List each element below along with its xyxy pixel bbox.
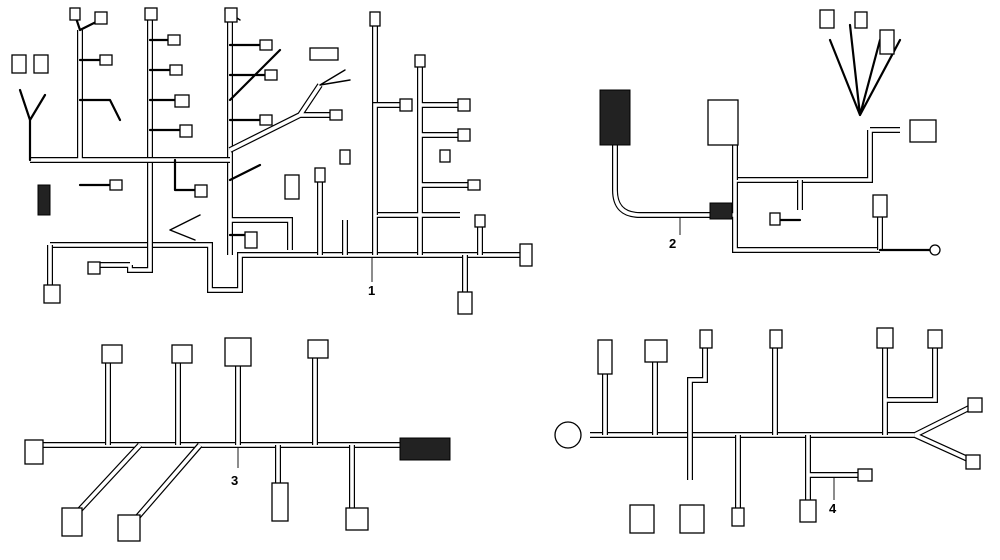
connector-4l [731, 507, 745, 527]
connector-1a [11, 54, 27, 74]
connector-3h [117, 514, 141, 542]
callout-1: 1 [368, 283, 375, 298]
connector-1u [399, 98, 413, 112]
harness-3: 3 [24, 337, 451, 542]
connector-1o [264, 69, 278, 81]
ecu-connector-2a [599, 89, 631, 146]
connector-1h [174, 94, 190, 108]
connector-1ab [284, 174, 300, 200]
connector-3e [24, 439, 44, 465]
callout-3: 3 [231, 473, 238, 488]
connector-1y [467, 179, 481, 191]
connector-2g [872, 194, 888, 218]
harness-1: 1 [11, 7, 533, 315]
grommet-2i [709, 202, 733, 220]
connector-4a [597, 339, 613, 375]
connector-3j [345, 507, 369, 531]
connector-1s [369, 11, 381, 27]
connector-1b [33, 54, 49, 74]
connector-1k [99, 54, 113, 66]
connector-4d [769, 329, 783, 349]
connector-2e [879, 29, 895, 55]
connector-4j [629, 504, 655, 534]
connector-2d [854, 11, 868, 29]
connector-4k [679, 504, 705, 534]
connector-1t [414, 54, 426, 68]
connector-1af [87, 261, 101, 275]
connector-1j [194, 184, 208, 198]
connector-1ah [519, 243, 533, 267]
connector-4f [927, 329, 943, 349]
connector-1i [179, 124, 193, 138]
connector-2j [769, 212, 781, 226]
callout-2: 2 [669, 236, 676, 251]
connector-3c [224, 337, 252, 367]
connector-1f [167, 34, 181, 46]
connector-3g [61, 507, 83, 537]
connector-4h [965, 454, 981, 470]
connector-1v [457, 98, 471, 112]
connector-1c [69, 7, 81, 21]
connector-3i [271, 482, 289, 522]
round-connector-4n [554, 421, 582, 449]
connector-3f [399, 437, 451, 461]
connector-1x [439, 149, 451, 163]
connector-4e [876, 327, 894, 349]
connector-1w [457, 128, 471, 142]
callout-4: 4 [829, 501, 837, 516]
harness-2: 2 [599, 9, 941, 256]
connector-1ac [244, 231, 258, 249]
connector-4m [799, 499, 817, 523]
connector-1r [329, 109, 343, 121]
connector-4b [644, 339, 668, 363]
connector-2b [707, 99, 739, 146]
connector-3d [307, 339, 329, 359]
connector-1n [259, 39, 273, 51]
connector-1p [309, 47, 339, 61]
connector-2f [909, 119, 937, 143]
connector-4i [857, 468, 873, 482]
connector-1m [224, 7, 238, 23]
connector-1ad [37, 184, 51, 216]
connector-2c [819, 9, 835, 29]
connector-3b [171, 344, 193, 364]
connector-1e [144, 7, 158, 21]
connector-4g [967, 397, 983, 413]
connector-1ai [474, 214, 486, 228]
connector-1ag [457, 291, 473, 315]
connector-1z [314, 167, 326, 183]
connector-1q [259, 114, 273, 126]
connector-3a [101, 344, 123, 364]
ring-terminal-2h [929, 244, 941, 256]
connector-1aa [339, 149, 351, 165]
connector-1ae [43, 284, 61, 304]
connector-1d [94, 11, 108, 25]
connector-4c [699, 329, 713, 349]
harness-4: 4 [554, 327, 983, 534]
connector-1g [169, 64, 183, 76]
connector-1l [109, 179, 123, 191]
